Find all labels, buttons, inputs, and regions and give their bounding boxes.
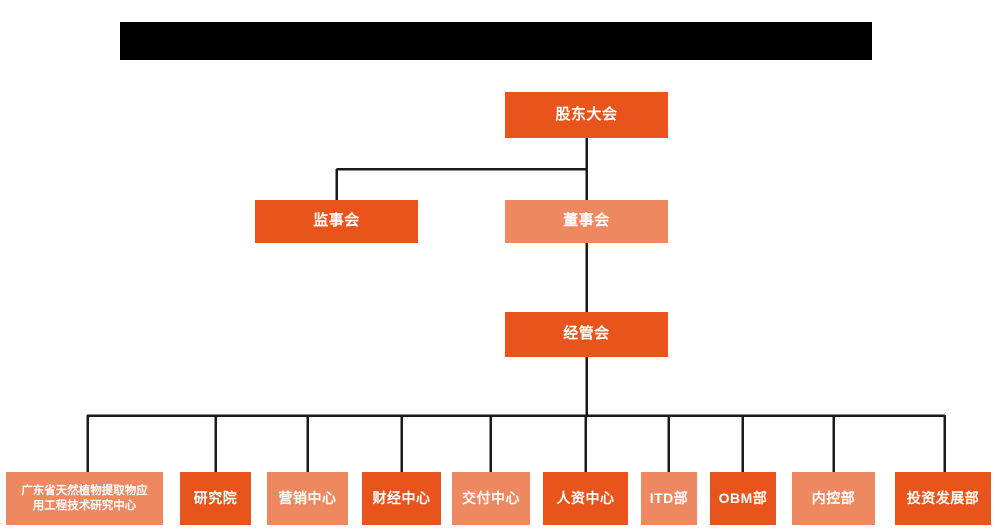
node-marketing-label: 营销中心 xyxy=(278,489,337,506)
node-internal-control[interactable]: 内控部 xyxy=(792,472,875,525)
node-supervisors[interactable]: 监事会 xyxy=(255,200,418,243)
node-internal-control-label: 内控部 xyxy=(811,489,856,506)
node-finance-label: 财经中心 xyxy=(372,489,431,506)
node-supervisors-label: 监事会 xyxy=(313,212,360,230)
node-itd[interactable]: ITD部 xyxy=(641,472,697,525)
node-obm-label: OBM部 xyxy=(718,489,768,506)
node-finance[interactable]: 财经中心 xyxy=(362,472,441,525)
node-shareholders-label: 股东大会 xyxy=(555,105,618,123)
node-investment[interactable]: 投资发展部 xyxy=(895,472,991,525)
node-obm[interactable]: OBM部 xyxy=(710,472,776,525)
node-delivery-label: 交付中心 xyxy=(462,489,520,506)
node-shareholders[interactable]: 股东大会 xyxy=(505,92,668,138)
node-directors[interactable]: 董事会 xyxy=(505,200,668,243)
node-investment-label: 投资发展部 xyxy=(906,489,980,506)
node-delivery[interactable]: 交付中心 xyxy=(452,472,530,525)
node-research-center-label: 广东省天然植物提取物应 用工程技术研究中心 xyxy=(21,485,148,512)
node-directors-label: 董事会 xyxy=(563,212,610,230)
node-institute[interactable]: 研究院 xyxy=(180,472,251,525)
node-itd-label: ITD部 xyxy=(649,489,689,506)
node-institute-label: 研究院 xyxy=(193,489,238,506)
node-marketing[interactable]: 营销中心 xyxy=(267,472,348,525)
node-hr[interactable]: 人资中心 xyxy=(543,472,628,525)
node-research-center[interactable]: 广东省天然植物提取物应 用工程技术研究中心 xyxy=(6,472,163,525)
node-management-label: 经管会 xyxy=(563,325,610,343)
node-hr-label: 人资中心 xyxy=(556,489,615,506)
title-banner xyxy=(120,22,872,60)
node-management[interactable]: 经管会 xyxy=(505,312,668,357)
